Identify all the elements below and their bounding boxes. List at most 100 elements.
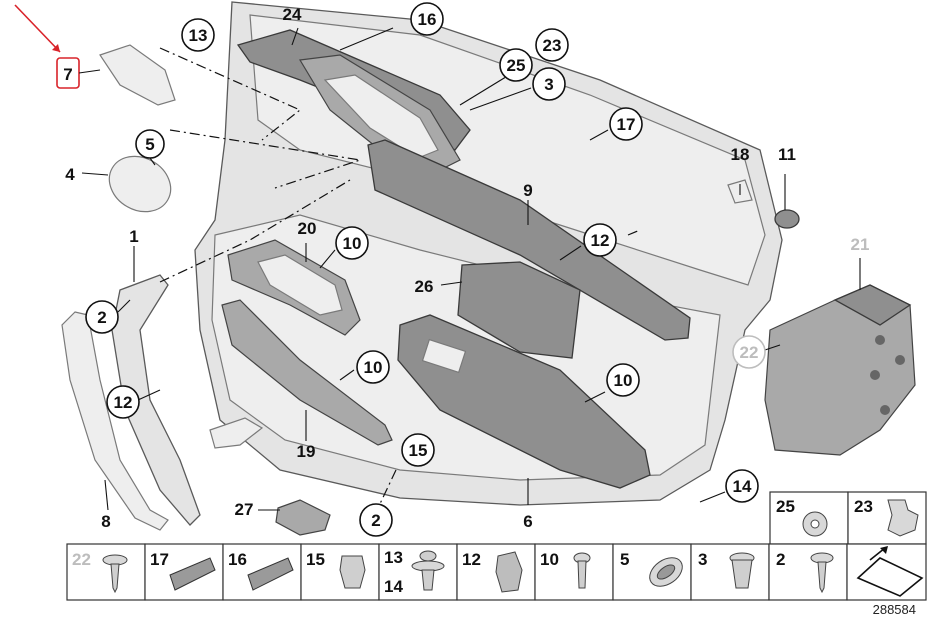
callout-22: 22	[732, 335, 766, 369]
clip-strip-icon	[169, 557, 216, 591]
legend-bottom: 22 17 16 15 13 14	[66, 543, 927, 601]
callout-20: 20	[298, 219, 317, 238]
svg-text:10: 10	[364, 358, 383, 377]
svg-text:10: 10	[540, 550, 559, 569]
callout-15: 15	[401, 433, 435, 467]
callout-17: 17	[609, 107, 643, 141]
callout-14: 14	[725, 469, 759, 503]
callout-13: 13	[181, 18, 215, 52]
screw-icon	[810, 552, 834, 594]
callout-25: 25	[499, 48, 533, 82]
callout-10-right: 10	[606, 363, 640, 397]
legend-cell-assembly	[856, 546, 924, 597]
svg-text:2: 2	[776, 550, 785, 569]
svg-text:16: 16	[418, 10, 437, 29]
callout-12-left: 12	[106, 385, 140, 419]
callout-2-bottom: 2	[359, 503, 393, 537]
svg-text:25: 25	[776, 497, 795, 516]
callout-9: 9	[523, 181, 532, 200]
svg-text:5: 5	[145, 135, 154, 154]
callout-21: 21	[851, 235, 870, 254]
svg-text:23: 23	[543, 36, 562, 55]
svg-text:6: 6	[523, 512, 532, 531]
callout-4: 4	[65, 165, 75, 184]
armrest-bar	[367, 139, 691, 341]
expanding-clip-icon	[339, 555, 366, 589]
svg-text:13: 13	[189, 26, 208, 45]
svg-text:27: 27	[235, 500, 254, 519]
handle-insert	[323, 74, 439, 159]
armrest-switch-recess	[421, 338, 467, 374]
callout-1: 1	[129, 227, 138, 246]
callout-10-top: 10	[335, 226, 369, 260]
switch-insert	[257, 254, 343, 316]
callout-3: 3	[532, 67, 566, 101]
legend-cell-16: 16	[228, 550, 294, 591]
svg-text:24: 24	[283, 5, 302, 24]
legend-cell-15: 15	[306, 550, 366, 589]
svg-text:15: 15	[306, 550, 325, 569]
svg-text:13: 13	[384, 548, 403, 567]
svg-text:14: 14	[733, 477, 752, 496]
svg-text:2: 2	[371, 511, 380, 530]
legend-cell-17: 17	[150, 550, 216, 591]
svg-text:21: 21	[851, 235, 870, 254]
foam-block	[764, 284, 916, 456]
legend-cell-13-14: 13 14	[384, 548, 445, 596]
speaker-cover	[457, 261, 581, 359]
callout-23: 23	[535, 28, 569, 62]
svg-text:1: 1	[129, 227, 138, 246]
oval-cap-icon	[649, 557, 683, 587]
svg-text:15: 15	[409, 441, 428, 460]
svg-text:10: 10	[614, 371, 633, 390]
highlight-arrow	[14, 4, 80, 89]
push-rivet-icon	[411, 550, 445, 591]
legend-cell-3: 3	[698, 550, 755, 589]
svg-text:20: 20	[298, 219, 317, 238]
callout-24: 24	[283, 5, 302, 24]
svg-text:23: 23	[854, 497, 873, 516]
svg-text:5: 5	[620, 550, 629, 569]
svg-text:12: 12	[462, 550, 481, 569]
callout-18: 18	[731, 145, 750, 164]
legend-cell-22: 22	[72, 550, 128, 594]
svg-text:8: 8	[101, 512, 110, 531]
callout-19: 19	[297, 442, 316, 461]
callout-8: 8	[101, 512, 110, 531]
expanding-rivet-icon	[729, 552, 755, 589]
svg-text:3: 3	[698, 550, 707, 569]
svg-text:22: 22	[740, 343, 759, 362]
svg-text:12: 12	[114, 393, 133, 412]
svg-text:22: 22	[72, 550, 91, 569]
svg-text:18: 18	[731, 145, 750, 164]
callout-12-right: 12	[583, 223, 617, 257]
lower-trim-strip	[221, 299, 393, 446]
svg-text:25: 25	[507, 56, 526, 75]
svg-text:17: 17	[150, 550, 169, 569]
guide-lines	[159, 47, 641, 509]
assembly-symbol-icon	[856, 546, 924, 597]
callout-6: 6	[523, 512, 532, 531]
legend-cell-25: 25	[776, 497, 828, 537]
svg-text:11: 11	[778, 145, 796, 164]
grab-handle	[61, 311, 169, 531]
callout-16: 16	[410, 2, 444, 36]
handle-mount-tab	[209, 417, 264, 449]
svg-text:12: 12	[591, 231, 610, 250]
svg-text:19: 19	[297, 442, 316, 461]
callout-11: 11	[778, 145, 796, 164]
legend-cell-12: 12	[462, 550, 523, 593]
svg-text:9: 9	[523, 181, 532, 200]
clip-strip-icon	[247, 557, 294, 591]
screw-icon	[573, 552, 591, 589]
callout-2-left: 2	[85, 300, 119, 334]
legend-cell-23: 23	[854, 497, 919, 537]
small-block-part	[275, 499, 331, 536]
callout-26: 26	[415, 277, 434, 296]
legend-top: 25 23	[769, 491, 927, 545]
callout-5: 5	[135, 129, 165, 159]
legend-cell-2: 2	[776, 550, 834, 594]
diagram-reference-number: 288584	[873, 602, 916, 617]
svg-text:4: 4	[65, 165, 75, 184]
svg-text:17: 17	[617, 115, 636, 134]
